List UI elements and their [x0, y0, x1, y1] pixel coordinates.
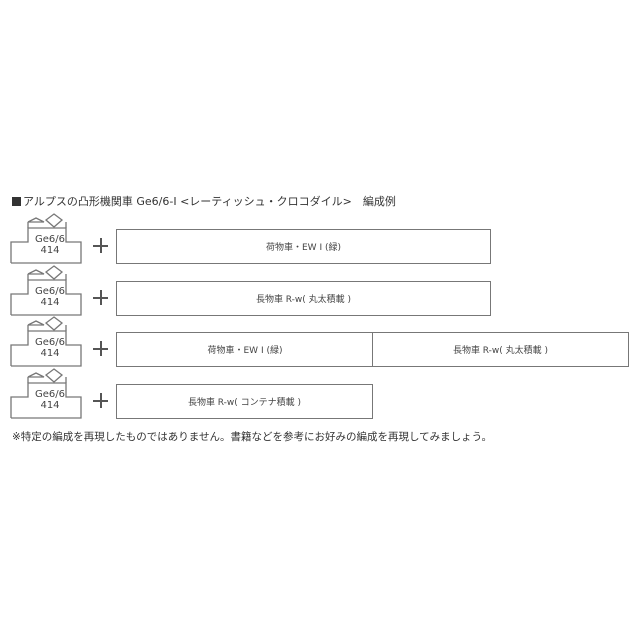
car-label: 長物車 R-w( 丸太積載 ) [255, 295, 352, 305]
locomotive-model: Ge6/6 [35, 286, 65, 297]
diagram-title-text: アルプスの凸形機関車 Ge6/6-I <レーティッシュ・クロコダイル> 編成例 [23, 195, 396, 208]
plus-icon [93, 238, 109, 254]
formation-row-3: Ge6/6 414 荷物車・EW I (緑) 長物車 R-w( 丸太積載 ) [0, 315, 640, 367]
footnote: ※特定の編成を再現したものではありません。書籍などを参考にお好みの編成を再現して… [12, 431, 493, 443]
locomotive-icon: Ge6/6 414 [9, 315, 83, 367]
car-box: 長物車 R-w( 丸太積載 ) [116, 281, 491, 316]
car-box: 荷物車・EW I (緑) [116, 229, 491, 264]
locomotive-number: 414 [40, 297, 60, 308]
diagram-title: アルプスの凸形機関車 Ge6/6-I <レーティッシュ・クロコダイル> 編成例 [12, 193, 396, 209]
car-box: 荷物車・EW I (緑) [116, 332, 374, 367]
locomotive-number: 414 [40, 348, 60, 359]
car-label: 長物車 R-w( コンテナ積載 ) [187, 398, 302, 408]
locomotive-icon: Ge6/6 414 [9, 264, 83, 316]
locomotive-model: Ge6/6 [35, 389, 65, 400]
car-label: 荷物車・EW I (緑) [207, 346, 283, 356]
plus-icon [93, 393, 109, 409]
locomotive-number: 414 [40, 400, 60, 411]
formation-row-1: Ge6/6 414 荷物車・EW I (緑) [0, 212, 640, 264]
locomotive-icon: Ge6/6 414 [9, 367, 83, 419]
locomotive-model: Ge6/6 [35, 337, 65, 348]
formation-row-2: Ge6/6 414 長物車 R-w( 丸太積載 ) [0, 264, 640, 316]
bullet-square-icon [12, 197, 21, 206]
formation-row-4: Ge6/6 414 長物車 R-w( コンテナ積載 ) [0, 367, 640, 419]
locomotive-icon: Ge6/6 414 [9, 212, 83, 264]
plus-icon [93, 290, 109, 306]
car-box: 長物車 R-w( 丸太積載 ) [372, 332, 629, 367]
car-label: 荷物車・EW I (緑) [266, 243, 341, 253]
plus-icon [93, 341, 109, 357]
car-label: 長物車 R-w( 丸太積載 ) [452, 346, 549, 356]
locomotive-model: Ge6/6 [35, 234, 65, 245]
locomotive-number: 414 [40, 245, 60, 256]
car-box: 長物車 R-w( コンテナ積載 ) [116, 384, 373, 419]
